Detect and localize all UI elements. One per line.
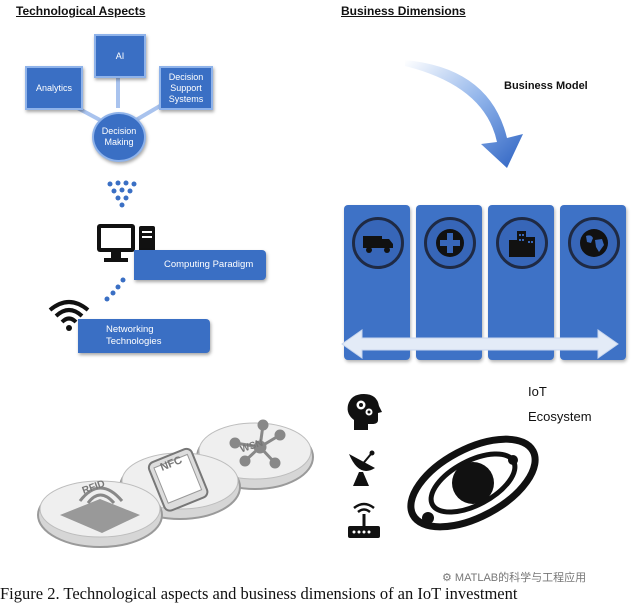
ecosystem-label: Ecosystem	[528, 409, 592, 424]
analytics-label: Analytics	[35, 82, 72, 93]
iot-label: IoT	[528, 384, 547, 399]
technological-aspects-heading: Technological Aspects	[16, 4, 146, 18]
watermark-logo-icon: ⚙	[442, 572, 455, 584]
truck-icon-circle	[352, 217, 404, 269]
watermark-text: ⚙ MATLAB的科学与工程应用	[442, 569, 586, 585]
city-buildings-icon-circle	[496, 217, 548, 269]
dss-label: Decision Support Systems	[168, 71, 204, 104]
rfid-nfc-wsn-discs	[37, 419, 314, 548]
panel-health	[416, 205, 482, 360]
router-icon	[348, 502, 380, 538]
orbit-icon	[407, 435, 539, 531]
figure-caption: Figure 2. Technological aspects and busi…	[0, 584, 518, 603]
ai-box: AI	[94, 34, 146, 78]
double-arrow	[341, 329, 619, 359]
decision-support-systems-box: Decision Support Systems	[159, 66, 213, 110]
gears-head-icon	[347, 394, 382, 430]
networking-technologies-tab: Networking Technologies	[78, 319, 210, 353]
dots-diagonal	[104, 277, 126, 302]
curved-arrow	[405, 60, 523, 168]
watermark-label: MATLAB的科学与工程应用	[454, 572, 587, 584]
city-buildings-icon	[509, 231, 535, 257]
computing-paradigm-tab: Computing Paradigm	[134, 250, 266, 280]
business-dimensions-heading: Business Dimensions	[341, 4, 466, 18]
decision-making-label: Decision Making	[101, 126, 137, 147]
panel-city	[488, 205, 554, 360]
business-model-label: Business Model	[504, 80, 588, 92]
medical-cross-icon	[436, 229, 464, 257]
globe-icon-circle	[568, 217, 620, 269]
ai-label: AI	[115, 50, 125, 61]
analytics-box: Analytics	[25, 66, 83, 110]
panel-transport	[344, 205, 410, 360]
medical-cross-icon-circle	[424, 217, 476, 269]
decision-making-circle: Decision Making	[92, 112, 146, 162]
satellite-dish-icon	[349, 450, 375, 486]
wifi-icon	[48, 300, 90, 331]
networking-technologies-label: Networking Technologies	[106, 324, 162, 347]
dots-pattern-top	[107, 180, 137, 208]
panel-global	[560, 205, 626, 360]
truck-icon	[363, 236, 393, 253]
globe-icon	[580, 229, 608, 257]
computing-paradigm-label: Computing Paradigm	[164, 259, 254, 270]
